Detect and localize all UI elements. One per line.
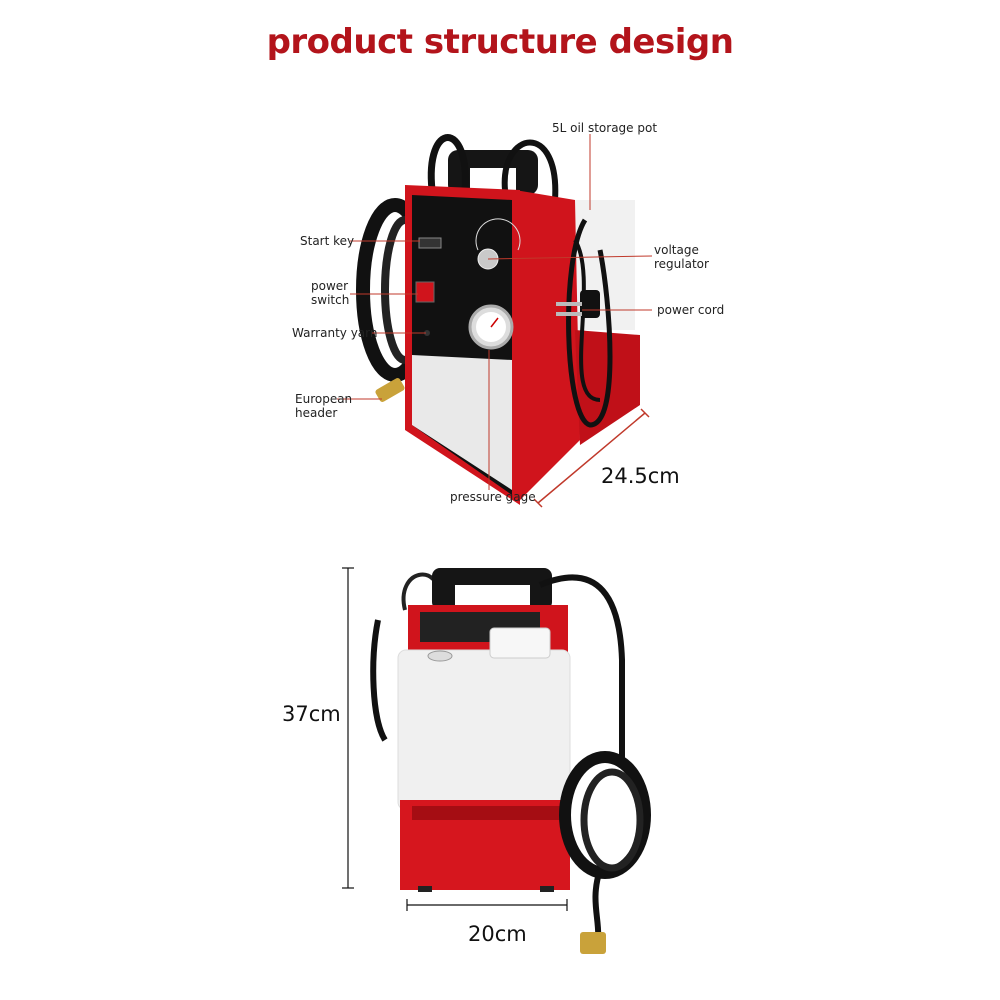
plug [580,290,600,318]
label-voltage-regulator-line1: voltage [654,243,699,257]
fuse [424,330,430,336]
start-key [418,237,442,249]
depth-dimension-line [533,408,650,508]
european-header [375,378,405,402]
label-power-switch: power switch [311,279,349,307]
label-warranty-yarn: Warranty yarn [292,326,378,340]
hose-coil [559,751,651,879]
label-european-header-line1: European [295,392,353,406]
label-european-header: European header [295,392,352,420]
page-title: product structure design [266,22,734,62]
oil-tank [397,649,571,811]
height-dimension-line [342,567,354,889]
red-tray [400,800,570,890]
label-start-key: Start key [300,234,355,248]
top-machine-image [356,134,640,505]
back-machine-image [370,568,651,954]
tank-cap [489,627,551,659]
label-pressure-gage: pressure gage [450,490,536,504]
leader-lines [337,134,653,490]
height-dimension: 37cm [282,702,341,726]
label-power-cord: power cord [657,303,725,317]
label-voltage-regulator: voltage regulator [654,243,709,271]
label-european-header-line2: header [295,406,338,420]
label-power-switch-line1: power [311,279,349,293]
depth-dimension: 24.5cm [601,464,680,488]
label-voltage-regulator-line2: regulator [654,257,709,271]
width-dimension: 20cm [468,922,527,946]
power-switch [415,281,435,303]
width-dimension-line [406,899,568,911]
quick-connector [580,932,606,954]
label-power-switch-line2: switch [311,293,350,307]
label-oil-storage-pot: 5L oil storage pot [552,121,658,135]
